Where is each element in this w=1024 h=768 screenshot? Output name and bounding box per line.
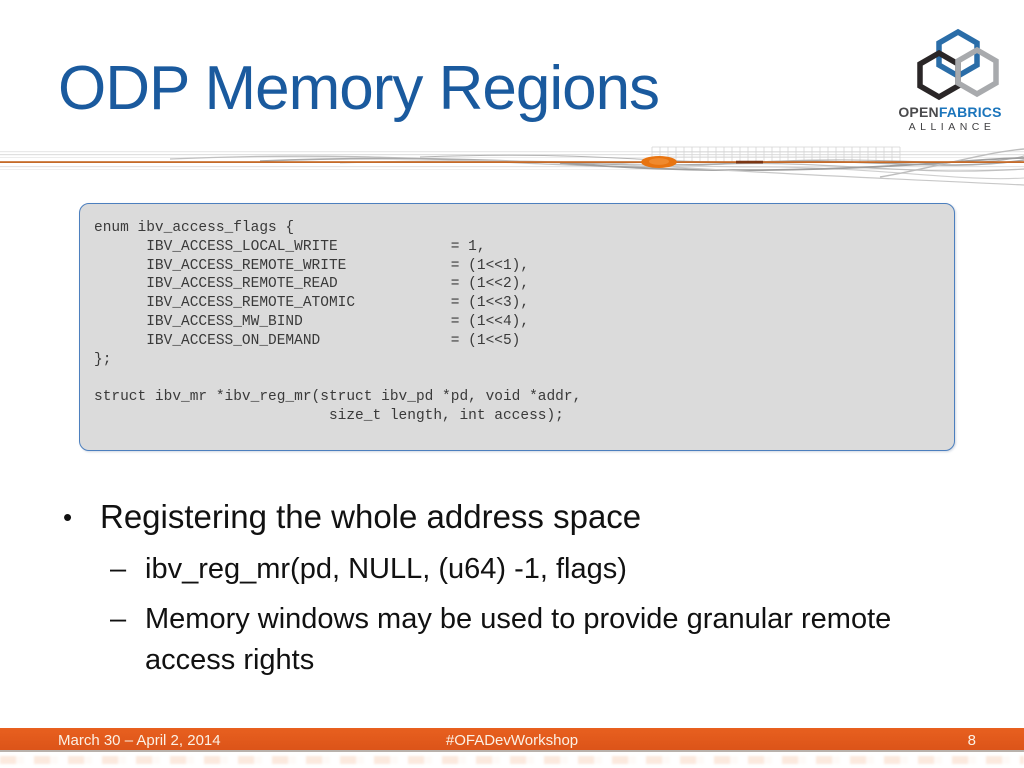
footer-date: March 30 – April 2, 2014 xyxy=(58,732,221,749)
logo-text-fabrics: FABRICS xyxy=(938,104,1002,120)
header-divider-graphic xyxy=(0,146,1024,186)
bullet-sub-2: – Memory windows may be used to provide … xyxy=(110,599,922,681)
bullet-sub-1: – ibv_reg_mr(pd, NULL, (u64) -1, flags) xyxy=(110,549,922,590)
page-title: ODP Memory Regions xyxy=(58,54,660,123)
logo-text-alliance: ALLIANCE xyxy=(908,121,996,133)
openfabrics-logo: OPENFABRICS ALLIANCE xyxy=(880,8,1020,148)
footer-page-number: 8 xyxy=(967,732,976,749)
logo-hexagons-icon xyxy=(917,28,999,101)
logo-wordmark: OPENFABRICS xyxy=(880,104,1020,120)
dash-marker: – xyxy=(110,603,127,635)
bullet-marker: • xyxy=(63,502,73,532)
footer-bar: March 30 – April 2, 2014 #OFADevWorkshop… xyxy=(0,728,1024,752)
footer-hashtag: #OFADevWorkshop xyxy=(445,732,579,749)
bullet-sub-1-text: ibv_reg_mr(pd, NULL, (u64) -1, flags) xyxy=(145,553,627,585)
code-block: enum ibv_access_flags { IBV_ACCESS_LOCAL… xyxy=(79,203,955,451)
bullet-main-text: Registering the whole address space xyxy=(100,498,642,535)
dash-marker: – xyxy=(110,553,127,585)
bottom-decorative-strip xyxy=(0,756,1024,764)
logo-text-open: OPEN xyxy=(898,104,939,120)
bullet-sub-2-text: Memory windows may be used to provide gr… xyxy=(145,603,892,676)
code-text: enum ibv_access_flags { IBV_ACCESS_LOCAL… xyxy=(94,220,582,424)
bullet-main: • Registering the whole address space xyxy=(63,496,963,537)
